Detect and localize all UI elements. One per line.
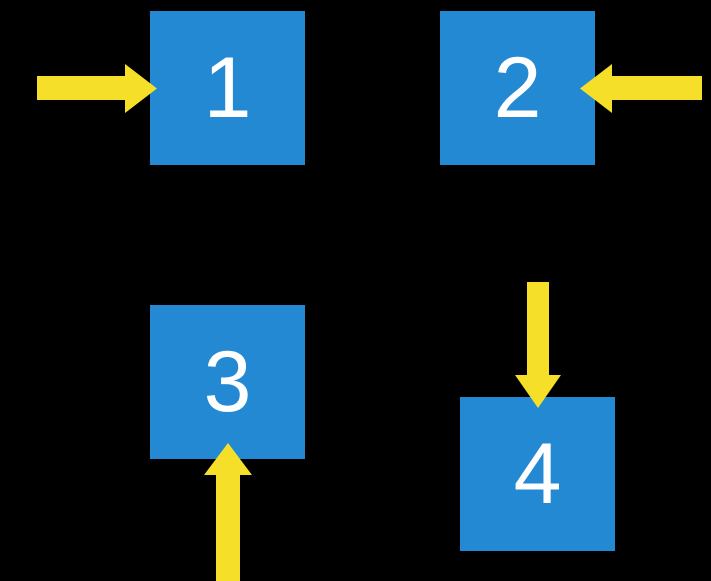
node-box-4[interactable]: 4 <box>460 397 615 551</box>
node-label-2: 2 <box>493 40 542 136</box>
node-box-3[interactable]: 3 <box>150 305 305 459</box>
node-label-4: 4 <box>513 426 562 522</box>
arrow-right-into-node-1[interactable] <box>37 64 157 113</box>
arrow-up-into-node-3[interactable] <box>204 443 252 581</box>
node-label-3: 3 <box>203 334 252 430</box>
node-box-2[interactable]: 2 <box>440 11 595 165</box>
arrow-down-into-node-4[interactable] <box>515 282 561 408</box>
node-box-1[interactable]: 1 <box>150 11 305 165</box>
arrow-left-into-node-2[interactable] <box>580 64 702 113</box>
node-label-1: 1 <box>203 40 252 136</box>
